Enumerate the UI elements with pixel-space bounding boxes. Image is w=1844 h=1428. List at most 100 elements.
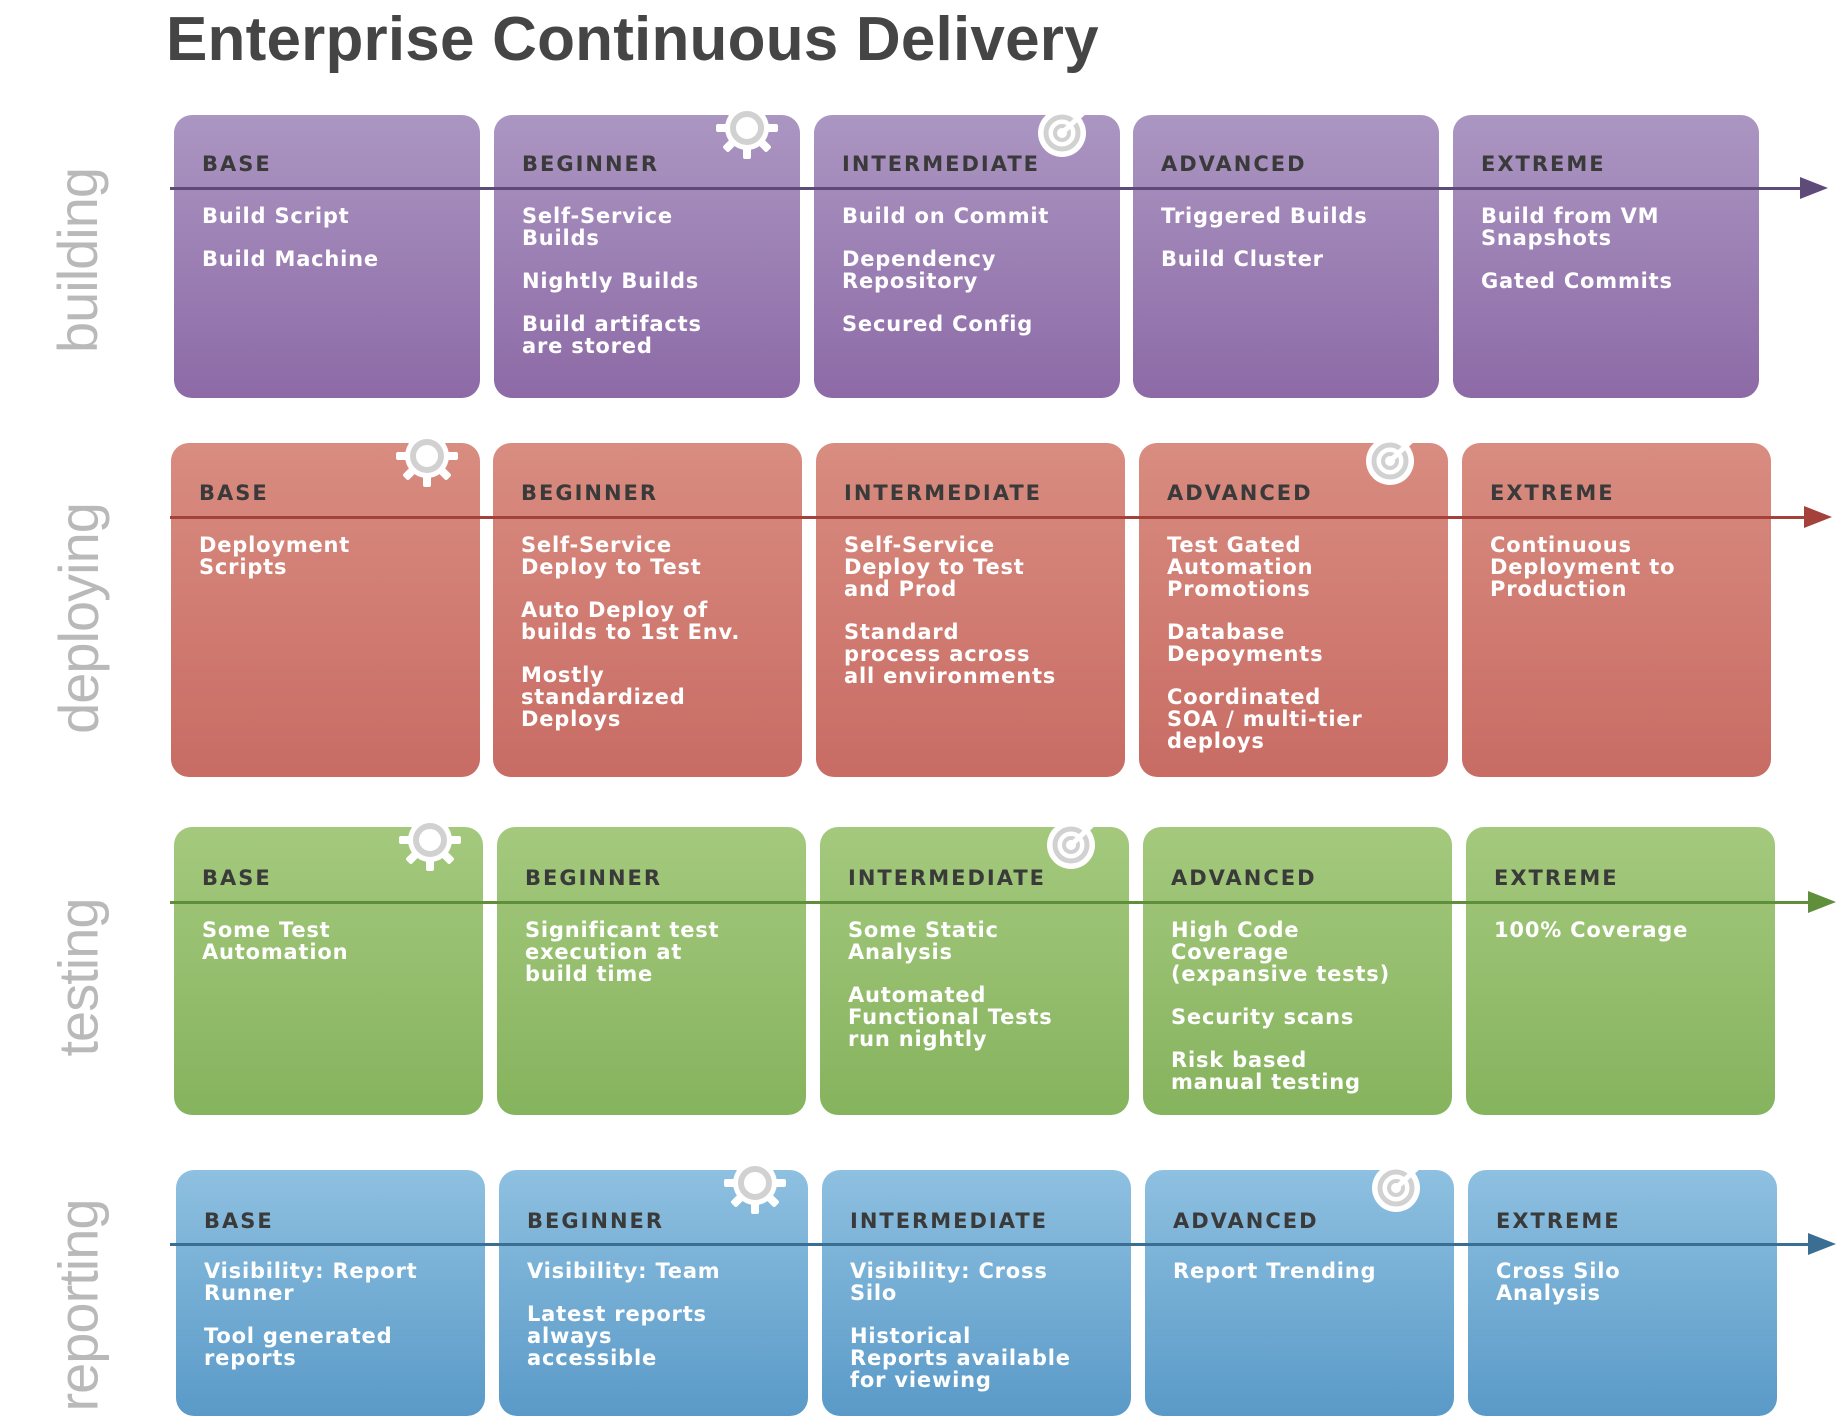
card-item: High Code Coverage (expansive tests) [1171, 918, 1390, 986]
card-item: Nightly Builds [522, 269, 700, 293]
card-items: 100% Coverage [1494, 919, 1765, 962]
card-level: EXTREME [1481, 152, 1606, 176]
card-item: Visibility: Team [527, 1259, 721, 1283]
card-level: EXTREME [1496, 1209, 1621, 1233]
card-testing-advanced: ADVANCED High Code Coverage (expansive te… [1143, 827, 1452, 1115]
arrow-head-icon [1800, 177, 1828, 199]
card-items: Some Test Automation [202, 919, 473, 984]
target-icon [1360, 419, 1430, 491]
card-item: Cross Silo Analysis [1496, 1259, 1621, 1305]
card-item: Build Script [202, 204, 350, 228]
card-item: Significant test execution at build time [525, 918, 720, 986]
card-item: Build Cluster [1161, 247, 1324, 271]
card-testing-base: BASE Some Test Automation [174, 827, 483, 1115]
card-level: ADVANCED [1161, 152, 1307, 176]
card-items: Report Trending [1173, 1260, 1444, 1303]
card-deploying-extreme: EXTREME Continuous Deployment to Producti… [1462, 443, 1771, 777]
card-item: Security scans [1171, 1005, 1355, 1029]
card-deploying-advanced: ADVANCED Test Gated Automation Promotions… [1139, 443, 1448, 777]
row-label: reporting [38, 1199, 118, 1411]
card-items: Deployment Scripts [199, 534, 470, 599]
card-item: Secured Config [842, 312, 1034, 336]
card-item: Triggered Builds [1161, 204, 1368, 228]
card-items: Significant test execution at build time [525, 919, 796, 1006]
card-deploying-base: BASE Deployment Scripts [171, 443, 480, 777]
progress-axis-line [170, 187, 1800, 190]
row-label-text: testing [46, 898, 110, 1056]
row-label-text: reporting [46, 1198, 110, 1412]
card-level: BASE [204, 1209, 274, 1233]
card-item: Tool generated reports [204, 1324, 393, 1370]
row-label: deploying [38, 503, 118, 734]
card-reporting-extreme: EXTREME Cross Silo Analysis [1468, 1170, 1777, 1416]
arrow-head-icon [1808, 1233, 1836, 1255]
row-label: testing [38, 877, 118, 1077]
card-item: Visibility: Cross Silo [850, 1259, 1048, 1305]
card-item: Automated Functional Tests run nightly [848, 983, 1053, 1051]
card-item: Auto Deploy of builds to 1st Env. [521, 598, 741, 644]
card-item: Risk based manual testing [1171, 1048, 1361, 1094]
card-items: Continuous Deployment to Production [1490, 534, 1761, 621]
card-item: Some Test Automation [202, 918, 349, 964]
target-icon [1366, 1146, 1436, 1218]
card-level: ADVANCED [1171, 866, 1317, 890]
card-level: BEGINNER [525, 866, 663, 890]
card-item: 100% Coverage [1494, 918, 1689, 942]
target-icon [1041, 803, 1111, 875]
card-level: BASE [199, 481, 269, 505]
row-label-text: building [46, 167, 110, 353]
progress-axis-line [170, 1243, 1808, 1246]
card-level: BEGINNER [527, 1209, 665, 1233]
card-level: EXTREME [1494, 866, 1619, 890]
card-item: Report Trending [1173, 1259, 1377, 1283]
card-item: Coordinated SOA / multi-tier deploys [1167, 685, 1363, 753]
target-icon [1032, 91, 1102, 163]
row-label: building [38, 160, 118, 360]
arrow-head-icon [1808, 891, 1836, 913]
card-item: Mostly standardized Deploys [521, 663, 686, 731]
card-testing-extreme: EXTREME 100% Coverage [1466, 827, 1775, 1115]
card-item: Dependency Repository [842, 247, 997, 293]
card-level: ADVANCED [1167, 481, 1313, 505]
arrow-head-icon [1804, 506, 1832, 528]
card-level: BASE [202, 152, 272, 176]
card-level: ADVANCED [1173, 1209, 1319, 1233]
card-items: High Code Coverage (expansive tests) Secu… [1171, 919, 1442, 1114]
card-item: Build artifacts are stored [522, 312, 702, 358]
card-item: Deployment Scripts [199, 533, 351, 579]
card-level: BEGINNER [522, 152, 660, 176]
card-level: BEGINNER [521, 481, 659, 505]
card-item: Database Depoyments [1167, 620, 1324, 666]
gear-icon [720, 1148, 790, 1218]
card-level: INTERMEDIATE [848, 866, 1047, 890]
card-item: Gated Commits [1481, 269, 1673, 293]
card-level: EXTREME [1490, 481, 1615, 505]
card-item: Historical Reports available for viewing [850, 1324, 1071, 1392]
page-title: Enterprise Continuous Delivery [166, 5, 1099, 74]
card-testing-beginner: BEGINNER Significant test execution at bu… [497, 827, 806, 1115]
card-item: Build from VM Snapshots [1481, 204, 1660, 250]
card-item: Self-Service Builds [522, 204, 673, 250]
gear-icon [395, 805, 465, 875]
card-item: Self-Service Deploy to Test [521, 533, 702, 579]
card-level: BASE [202, 866, 272, 890]
card-level: INTERMEDIATE [850, 1209, 1049, 1233]
card-item: Build on Commit [842, 204, 1050, 228]
